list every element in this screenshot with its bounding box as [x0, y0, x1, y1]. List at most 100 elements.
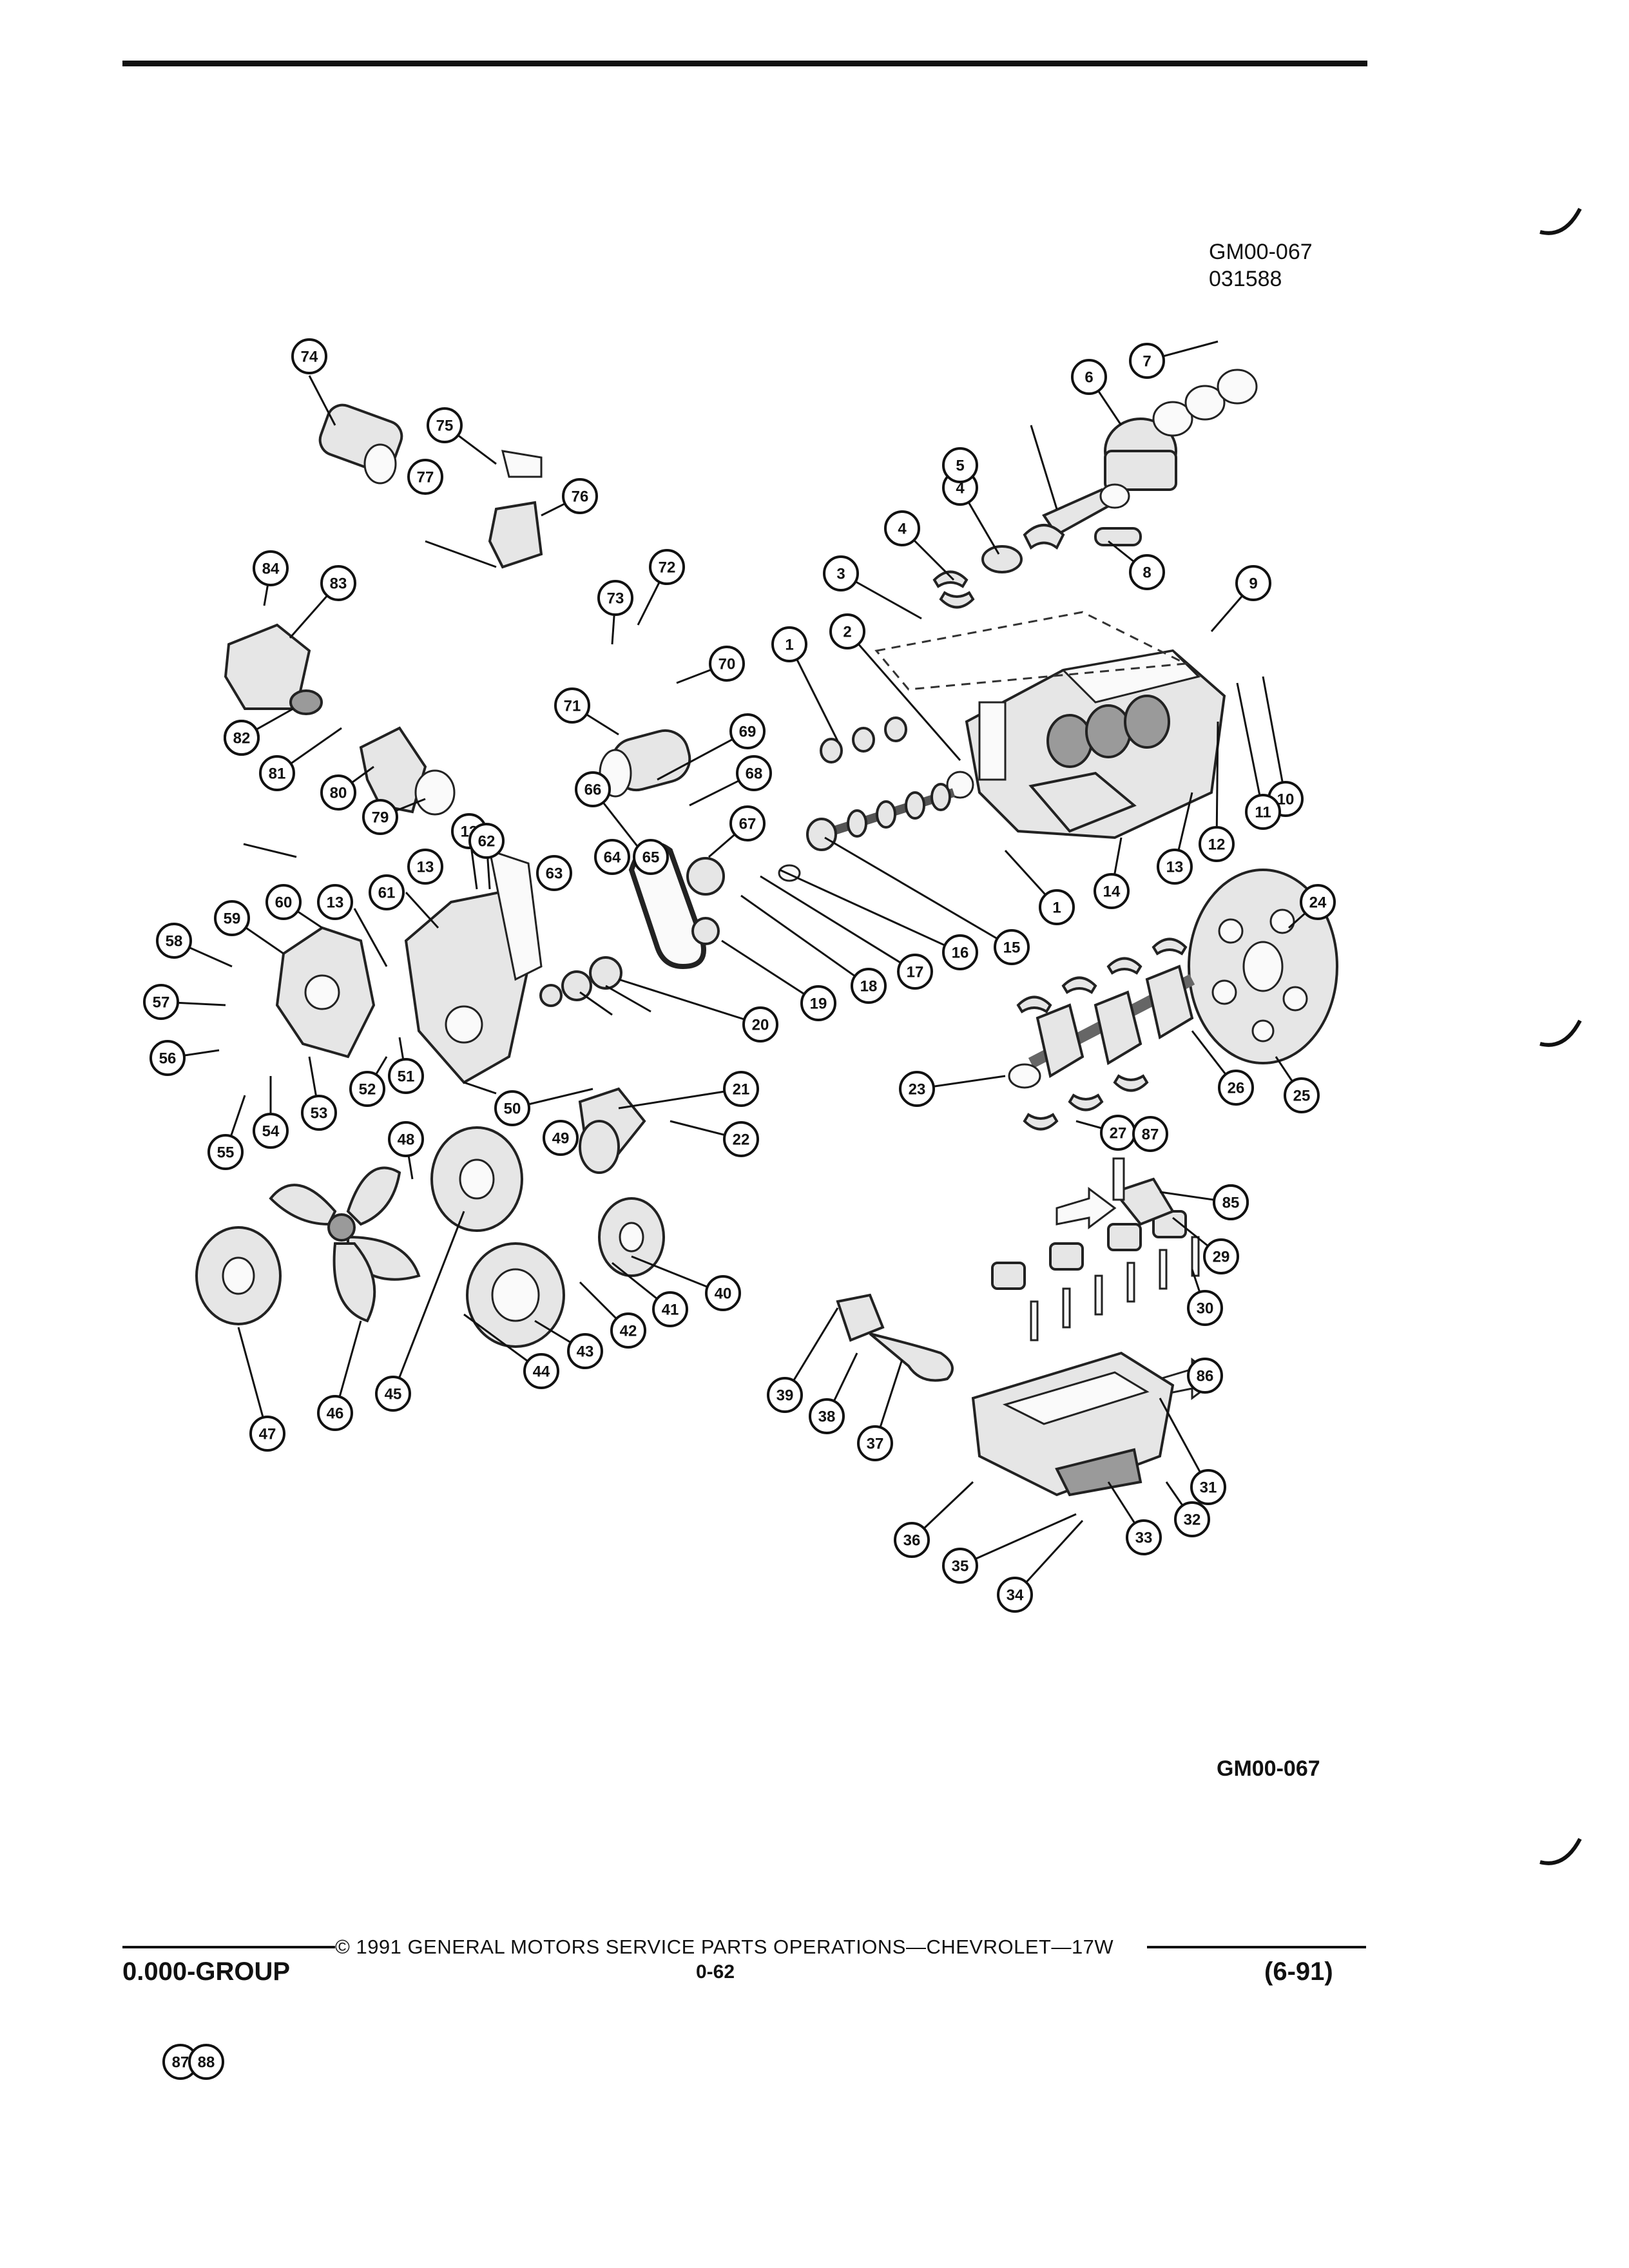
callout-88: 88	[188, 2044, 224, 2080]
callout-circle	[771, 626, 807, 662]
block-bracket	[874, 611, 1190, 691]
callout-circle	[829, 613, 865, 649]
callout-number: 25	[1293, 1088, 1311, 1105]
callout-circle	[1071, 359, 1107, 395]
callout-circle	[1187, 1290, 1223, 1326]
callout-number: 36	[903, 1532, 921, 1550]
callout-57: 57	[143, 984, 179, 1020]
callout-26: 26	[1218, 1070, 1254, 1106]
callout-number: 87	[1142, 1126, 1159, 1144]
cam-bearings	[820, 716, 974, 799]
callout-circle	[562, 478, 598, 514]
water-pump	[275, 926, 376, 1059]
callout-circle	[554, 687, 590, 724]
callout-72: 72	[649, 549, 685, 585]
callout-32: 32	[1174, 1501, 1210, 1537]
bearing-shell	[939, 591, 975, 609]
callout-11: 11	[1245, 794, 1281, 830]
callout-42: 42	[610, 1312, 646, 1349]
callout-13: 13	[1157, 849, 1193, 885]
callout-38: 38	[809, 1398, 845, 1434]
callout-53: 53	[301, 1095, 337, 1131]
callout-circle	[597, 580, 633, 616]
callout-24: 24	[1300, 884, 1336, 920]
callout-56: 56	[149, 1040, 186, 1076]
callout-circle	[1132, 1116, 1168, 1152]
callout-number: 53	[311, 1105, 328, 1122]
callout-number: 31	[1200, 1479, 1217, 1497]
footer-rule-right	[1147, 1946, 1366, 1948]
callout-1: 1	[1039, 889, 1075, 925]
callout-number: 74	[301, 349, 318, 366]
callout-number: 51	[398, 1068, 415, 1086]
callout-circle	[709, 646, 745, 682]
callout-29: 29	[1203, 1238, 1239, 1274]
fan-and-pulleys	[195, 1126, 665, 1348]
callout-circle	[851, 968, 887, 1004]
callout-number: 38	[818, 1408, 836, 1426]
callout-34: 34	[997, 1577, 1033, 1613]
callout-20: 20	[742, 1006, 778, 1043]
callout-number: 18	[860, 978, 878, 995]
callout-15: 15	[994, 929, 1030, 965]
callout-number: 14	[1103, 883, 1121, 901]
callout-number: 49	[552, 1130, 570, 1148]
callout-number: 13	[417, 859, 434, 876]
callout-circle	[1129, 343, 1165, 379]
callout-number: 24	[1309, 894, 1327, 912]
callout-circle	[427, 407, 463, 443]
callout-circle	[249, 1416, 285, 1452]
callout-49: 49	[543, 1120, 579, 1156]
callout-number: 82	[233, 730, 251, 747]
callout-number: 59	[224, 910, 241, 928]
callout-number: 26	[1228, 1080, 1245, 1097]
callout-number: 35	[952, 1558, 969, 1575]
callout-17: 17	[897, 954, 933, 990]
callout-number: 71	[564, 698, 581, 715]
callout-79: 79	[362, 799, 398, 835]
callout-61: 61	[369, 874, 405, 910]
seal-pin	[1112, 1157, 1125, 1201]
direction-arrow	[1055, 1187, 1117, 1229]
callout-30: 30	[1187, 1290, 1223, 1326]
callout-number: 39	[776, 1387, 794, 1405]
callout-circle	[543, 1120, 579, 1156]
callout-number: 20	[752, 1017, 769, 1034]
callout-60: 60	[265, 884, 302, 920]
cover-gasket	[414, 769, 456, 816]
callout-number: 64	[604, 849, 621, 867]
callout-number: 15	[1003, 939, 1021, 957]
callout-circle	[536, 855, 572, 891]
callout-circle	[156, 923, 192, 959]
callout-circle	[705, 1275, 741, 1311]
callout-68: 68	[736, 755, 772, 791]
callout-number: 37	[867, 1436, 884, 1453]
callout-31: 31	[1190, 1469, 1226, 1505]
callout-number: 29	[1213, 1249, 1230, 1266]
callout-58: 58	[156, 923, 192, 959]
callout-number: 8	[1142, 564, 1151, 582]
callout-48: 48	[388, 1121, 424, 1157]
callout-12: 12	[1199, 826, 1235, 862]
callout-number: 3	[836, 566, 845, 583]
figure-code-bottom: GM00-067	[1217, 1756, 1320, 1781]
callout-number: 84	[262, 561, 280, 578]
front-seal	[289, 689, 323, 715]
callout-number: 56	[159, 1050, 177, 1068]
callout-number: 57	[153, 994, 170, 1012]
bearing-shell	[932, 570, 969, 588]
callout-65: 65	[633, 839, 669, 875]
callout-number: 4	[956, 480, 965, 497]
binding-mark	[1539, 1838, 1582, 1865]
callout-circle	[207, 1134, 244, 1170]
callout-number: 13	[327, 894, 344, 912]
callout-circle	[1199, 826, 1235, 862]
callout-circle	[214, 900, 250, 936]
callout-number: 23	[909, 1081, 926, 1099]
callout-number: 30	[1197, 1300, 1214, 1318]
callout-circle	[823, 555, 859, 591]
footer-rule-left	[122, 1946, 335, 1948]
callout-circle	[594, 839, 630, 875]
callout-number: 12	[1208, 836, 1226, 854]
callout-number: 7	[1142, 353, 1151, 370]
